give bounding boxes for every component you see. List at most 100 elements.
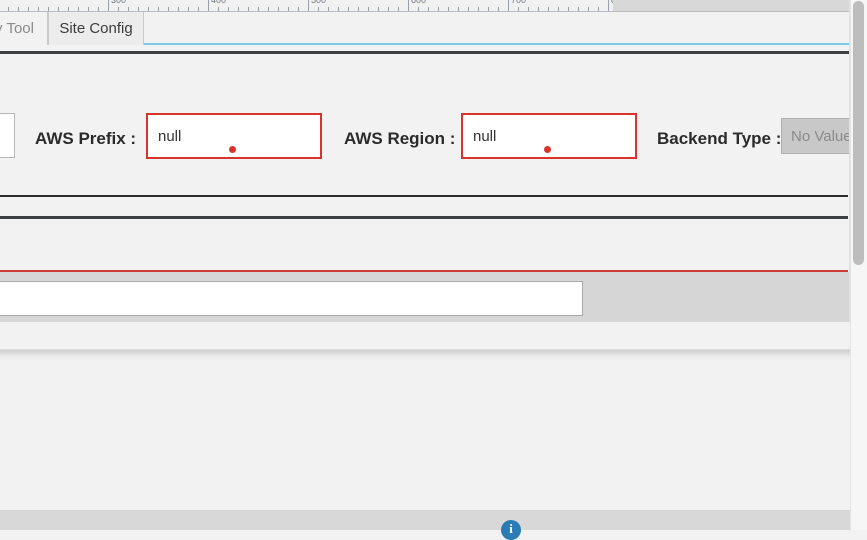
ruler-tick-minor	[348, 7, 349, 11]
section-band-b	[0, 220, 867, 270]
ruler-tick-minor	[558, 7, 559, 11]
ruler-label: 800	[611, 0, 613, 5]
ruler-tick-minor	[498, 7, 499, 11]
ruler-tick-minor	[418, 7, 419, 11]
tab-y-tool-label: y Tool	[0, 20, 34, 37]
ruler-tick-minor	[398, 7, 399, 11]
ruler-tick-minor	[88, 7, 89, 11]
ruler-tick-minor	[568, 7, 569, 11]
ruler-tick-minor	[168, 7, 169, 11]
ruler-tick-minor	[538, 7, 539, 11]
bottom-status-bar	[0, 511, 867, 530]
info-icon[interactable]: i	[501, 520, 521, 540]
aws-region-value: null	[473, 127, 497, 145]
lower-panel-shadow	[0, 350, 867, 360]
ruler-tick-minor	[38, 7, 39, 11]
tab-site-config[interactable]: Site Config	[48, 12, 144, 45]
ruler-inactive-region	[613, 0, 867, 12]
lower-panel-header	[0, 322, 867, 350]
ruler-tick-minor	[158, 7, 159, 11]
ruler-tick-minor	[198, 7, 199, 11]
ruler-tick-minor	[438, 7, 439, 11]
ruler-tick-major	[308, 0, 309, 11]
section-separator-red	[0, 270, 848, 272]
ruler-tick-major	[208, 0, 209, 11]
ruler-tick-minor	[588, 7, 589, 11]
aws-region-error-marker	[544, 146, 551, 153]
backend-type-label: Backend Type :	[657, 129, 782, 148]
panel-right-edge	[849, 0, 850, 322]
aws-region-label: AWS Region :	[344, 129, 456, 148]
ruler-tick-minor	[78, 7, 79, 11]
ruler-tick-minor	[268, 7, 269, 11]
ruler-tick-minor	[278, 7, 279, 11]
ruler-tick-minor	[478, 7, 479, 11]
section-separator-1	[0, 195, 848, 197]
ruler-label: 300	[111, 0, 127, 5]
tab-bar: y Tool Site Config	[0, 12, 867, 45]
ruler-tick-minor	[338, 7, 339, 11]
ruler-tick-minor	[128, 7, 129, 11]
ruler-tick-minor	[118, 7, 119, 11]
tab-y-tool[interactable]: y Tool	[0, 12, 48, 45]
ruler-tick-minor	[188, 7, 189, 11]
lower-panel-body	[0, 360, 867, 511]
vertical-scrollbar-thumb[interactable]	[853, 1, 864, 265]
ruler-tick-minor	[528, 7, 529, 11]
ruler-tick-major	[108, 0, 109, 11]
ruler-tick-minor	[428, 7, 429, 11]
config-form-row: AWS Prefix : null AWS Region : null Back…	[0, 55, 867, 192]
section-separator-2	[0, 216, 848, 219]
horizontal-ruler: 300400500600700800	[0, 0, 867, 12]
ruler-tick-minor	[368, 7, 369, 11]
ruler-tick-minor	[578, 7, 579, 11]
aws-prefix-error-marker	[229, 146, 236, 153]
ruler-label: 600	[411, 0, 427, 5]
ruler-tick-minor	[48, 7, 49, 11]
ruler-tick-minor	[488, 7, 489, 11]
ruler-label: 700	[511, 0, 527, 5]
ruler-tick-minor	[458, 7, 459, 11]
ruler-active-region: 300400500600700800	[0, 0, 613, 12]
ruler-tick-minor	[548, 7, 549, 11]
search-band	[0, 272, 867, 322]
ruler-tick-minor	[28, 7, 29, 11]
vertical-scrollbar[interactable]	[850, 0, 867, 530]
aws-prefix-value: null	[158, 127, 182, 145]
search-input[interactable]	[0, 281, 583, 316]
tab-site-config-label: Site Config	[59, 20, 133, 37]
section-band-a	[0, 198, 867, 217]
ruler-tick-minor	[248, 7, 249, 11]
ruler-tick-minor	[448, 7, 449, 11]
ruler-tick-minor	[68, 7, 69, 11]
ruler-tick-minor	[238, 7, 239, 11]
ruler-tick-minor	[138, 7, 139, 11]
info-icon-glyph: i	[509, 521, 513, 536]
ruler-tick-minor	[358, 7, 359, 11]
ruler-tick-minor	[148, 7, 149, 11]
ruler-tick-minor	[298, 7, 299, 11]
ruler-tick-minor	[318, 7, 319, 11]
ruler-tick-minor	[378, 7, 379, 11]
ruler-tick-minor	[228, 7, 229, 11]
ruler-tick-minor	[598, 7, 599, 11]
ruler-label: 500	[311, 0, 327, 5]
ruler-tick-minor	[18, 7, 19, 11]
ruler-tick-major	[508, 0, 509, 11]
ruler-tick-minor	[178, 7, 179, 11]
clipped-left-field[interactable]	[0, 113, 15, 158]
ruler-tick-minor	[468, 7, 469, 11]
aws-prefix-label: AWS Prefix :	[35, 129, 137, 148]
ruler-tick-minor	[388, 7, 389, 11]
ruler-tick-minor	[98, 7, 99, 11]
ruler-tick-minor	[328, 7, 329, 11]
ruler-tick-minor	[288, 7, 289, 11]
ruler-tick-minor	[218, 7, 219, 11]
toolbar-separator-top	[0, 51, 850, 54]
backend-type-value: No Value	[791, 127, 852, 145]
ruler-tick-minor	[58, 7, 59, 11]
ruler-tick-major	[408, 0, 409, 11]
ruler-tick-minor	[518, 7, 519, 11]
ruler-tick-major	[608, 0, 609, 11]
ruler-tick-minor	[8, 7, 9, 11]
